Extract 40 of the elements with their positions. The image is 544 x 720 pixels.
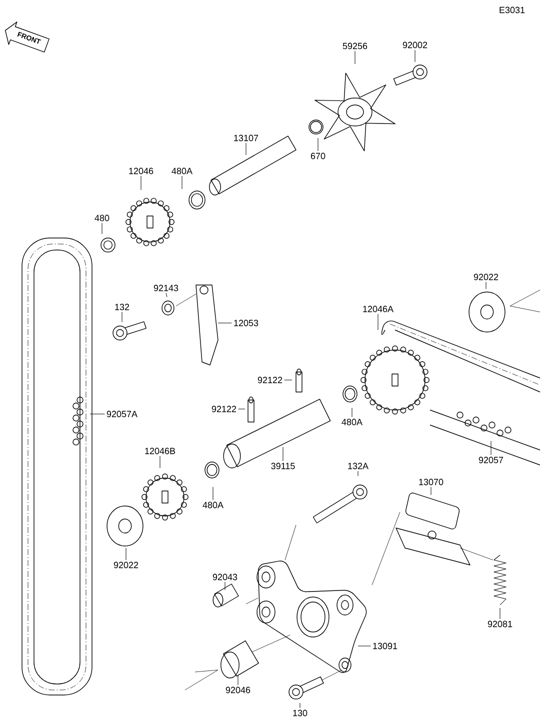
part-number: 39115 [271, 462, 295, 470]
part-number: 132A [348, 462, 368, 470]
part-number: 92043 [212, 574, 238, 580]
part-number: 92002 [402, 42, 428, 48]
part-number: 92046 [226, 686, 250, 694]
leader-line [166, 292, 168, 298]
leader-line [282, 446, 284, 462]
part-number: 132 [115, 304, 130, 310]
part-number: 12046A [363, 306, 394, 312]
leader-line [238, 408, 246, 410]
part-number: 92081 [488, 620, 512, 628]
part-number: 480A [342, 418, 362, 426]
part-number: 13107 [234, 134, 258, 142]
part-number: 13070 [419, 478, 444, 486]
part-number: 12053 [234, 320, 258, 326]
part-number: 92143 [154, 284, 178, 292]
part-number: 130 [293, 710, 308, 716]
leader-line [414, 50, 416, 62]
part-number: 480 [94, 214, 110, 222]
part-number: 12046B [145, 448, 176, 454]
part-number: 92022 [114, 562, 138, 568]
part-number: 480A [202, 502, 224, 508]
part-number: 670 [310, 152, 326, 160]
part-number: 59256 [342, 42, 368, 50]
leader-line [212, 486, 214, 500]
part-number: 92057 [478, 456, 504, 464]
part-number: 92057A [106, 410, 138, 418]
diagram-code: E3031 [500, 6, 525, 14]
leader-line [354, 50, 356, 64]
leader-line [140, 176, 142, 190]
part-number: 480A [172, 168, 192, 174]
part-number: 92122 [258, 376, 282, 384]
leader-line [224, 582, 226, 590]
leader-line [490, 440, 492, 456]
part-number: 12046 [129, 168, 154, 174]
part-number: 92022 [474, 274, 498, 280]
part-number: 13091 [373, 642, 398, 650]
leader-line [430, 486, 432, 496]
leader-line [218, 322, 232, 324]
part-number: 92122 [212, 406, 236, 412]
